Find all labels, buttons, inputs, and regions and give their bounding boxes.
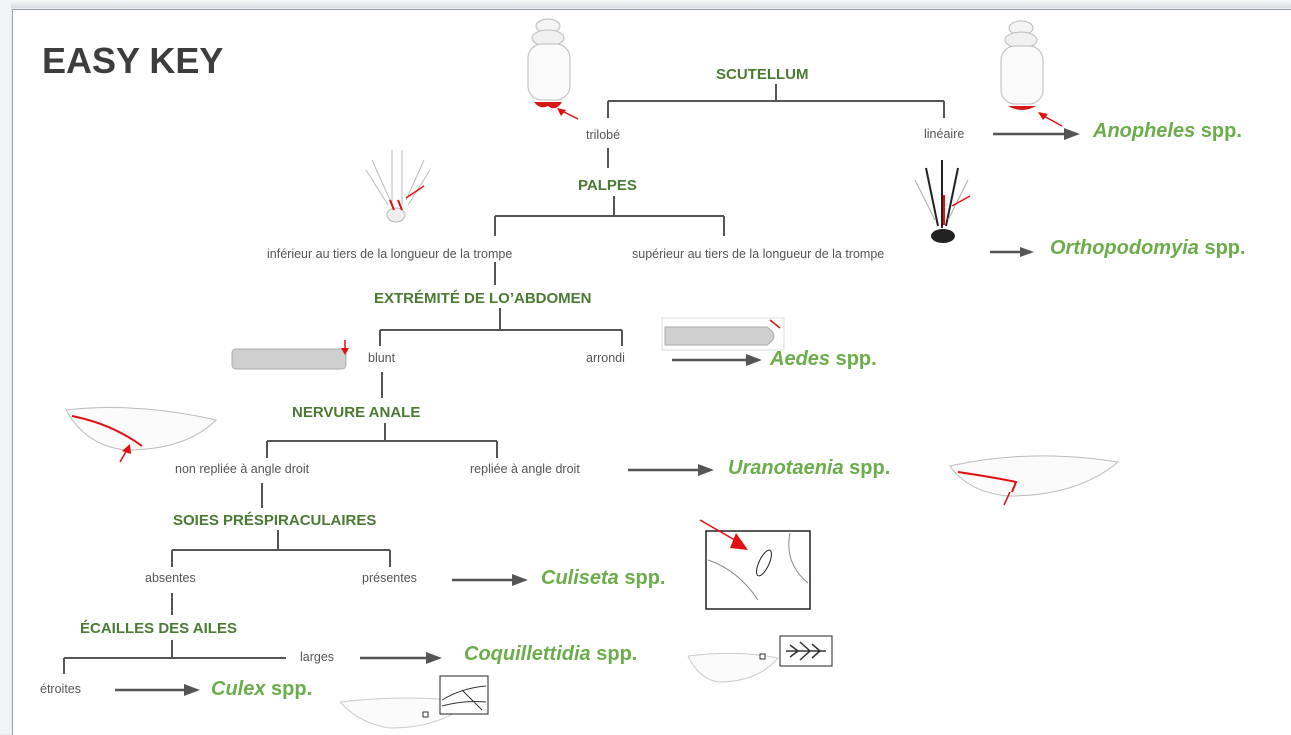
window-left-bar — [0, 0, 11, 734]
spp-suffix: spp. — [843, 457, 891, 479]
option-scutellum-trilobed: trilobé — [586, 128, 621, 142]
genus-name: Culiseta — [541, 567, 619, 589]
option-vein-not-bent: non repliée à angle droit — [175, 462, 310, 476]
option-palps-long: supérieur au tiers de la longueur de la … — [632, 247, 885, 261]
result-culiseta: Culiseta spp. — [541, 567, 665, 590]
spp-suffix: spp. — [1198, 237, 1246, 259]
long-palps-illustration — [914, 160, 971, 243]
arrow-head — [746, 354, 762, 366]
result-uranotaenia: Uranotaenia spp. — [728, 457, 890, 480]
heading-palpes: PALPES — [578, 177, 637, 194]
blunt-abdomen-illustration — [231, 340, 349, 370]
genus-name: Coquillettidia — [464, 643, 591, 665]
option-scales-narrow: étroites — [40, 682, 81, 696]
genus-name: Anopheles — [1093, 120, 1196, 142]
genus-name: Uranotaenia — [728, 457, 844, 479]
genus-name: Orthopodomyia — [1050, 237, 1199, 259]
wing-anal-vein-bent-illustration — [949, 455, 1120, 506]
option-setae-present: présentes — [362, 571, 417, 585]
option-scales-wide: larges — [300, 650, 335, 664]
option-scutellum-linear: linéaire — [924, 127, 965, 141]
heading-abdomen: EXTRÉMITÉ DE LO’ABDOMEN — [374, 290, 592, 307]
result-aedes: Aedes spp. — [770, 348, 877, 371]
spp-suffix: spp. — [590, 643, 638, 665]
genus-name: Culex — [211, 678, 266, 700]
result-anopheles: Anopheles spp. — [1093, 120, 1242, 143]
heading-nervure-anale: NERVURE ANALE — [292, 404, 421, 421]
short-palps-illustration — [365, 150, 431, 223]
result-coquillettidia: Coquillettidia spp. — [464, 643, 637, 666]
arrow-head — [1064, 128, 1080, 140]
diagram-panel — [12, 9, 1291, 735]
narrow-scales-wing-illustration — [338, 675, 489, 729]
window-top-bar — [0, 0, 1291, 8]
result-culex: Culex spp. — [211, 678, 312, 701]
spp-suffix: spp. — [1195, 120, 1242, 142]
result-orthopodomyia: Orthopodomyia spp. — [1050, 237, 1246, 260]
option-abdomen-blunt: blunt — [368, 351, 396, 365]
mosquito-thorax-trilobed-illustration — [527, 18, 579, 120]
wide-scales-wing-illustration — [687, 635, 833, 683]
spp-suffix: spp. — [265, 678, 313, 700]
arrow-head — [1020, 247, 1034, 257]
spp-suffix: spp. — [618, 567, 666, 589]
option-palps-short: inférieur au tiers de la longueur de la … — [267, 247, 513, 261]
page-title: EASY KEY — [42, 40, 224, 81]
arrow-head — [698, 464, 714, 476]
arrow-head — [426, 652, 442, 664]
arrow-head — [512, 574, 528, 586]
arrow-head — [184, 684, 200, 696]
wing-anal-vein-straight-illustration — [65, 407, 217, 463]
heading-scutellum: SCUTELLUM — [716, 66, 809, 83]
prespiracular-setae-illustration — [699, 519, 811, 610]
heading-ecailles: ÉCAILLES DES AILES — [80, 620, 237, 637]
rounded-abdomen-illustration — [661, 317, 785, 351]
genus-name: Aedes — [770, 348, 831, 370]
option-vein-bent: repliée à angle droit — [470, 462, 580, 476]
option-setae-absent: absentes — [145, 571, 196, 585]
heading-soies: SOIES PRÉSPIRACULAIRES — [173, 512, 377, 529]
spp-suffix: spp. — [830, 348, 877, 370]
mosquito-thorax-linear-illustration — [1000, 20, 1063, 127]
option-abdomen-rounded: arrondi — [586, 351, 625, 365]
